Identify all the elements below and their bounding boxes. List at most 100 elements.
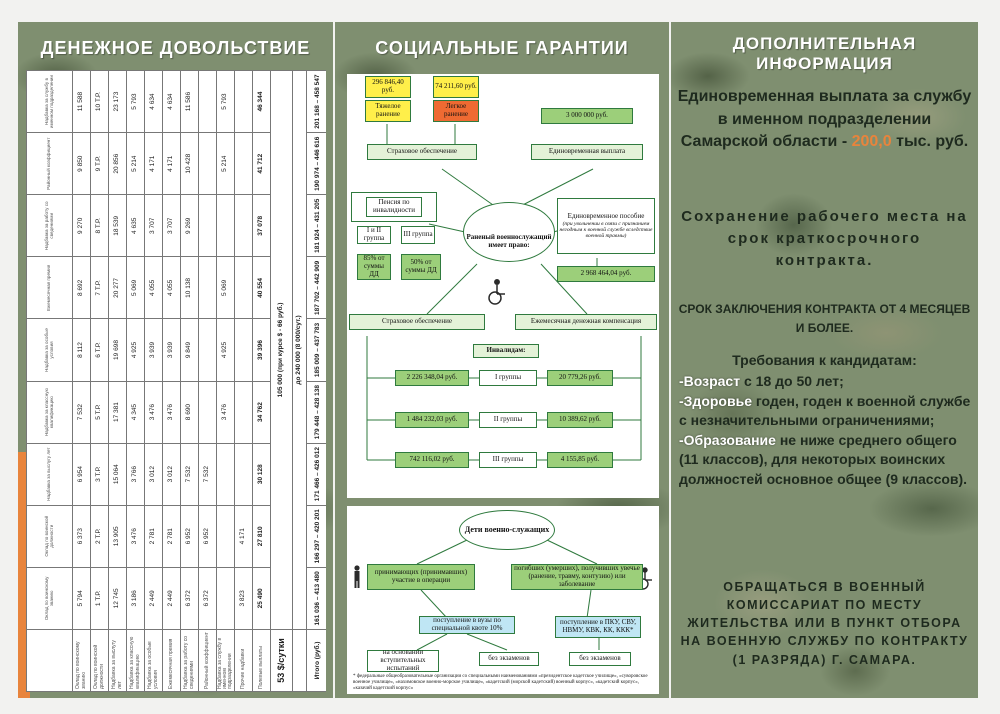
- brochure-sheet: ДЕНЕЖНОЕ ДОВОЛЬСТВИЕ Оклад по воинскому …: [18, 22, 978, 698]
- pay-cell: 10 138: [180, 256, 199, 319]
- pay-cell: [198, 318, 217, 382]
- pay-cell: [234, 132, 253, 195]
- pension-box: Пенсия по инвалидности: [351, 192, 437, 222]
- pay-cell: 11 588: [72, 70, 91, 133]
- pay-cell: 12 745: [108, 567, 127, 630]
- pay-cell: [216, 194, 235, 257]
- pay-rate-daily: 53 $/сутки: [270, 629, 293, 692]
- pay-cell: 7 532: [72, 381, 91, 444]
- pay-total-label: Итого (руб.): [306, 629, 326, 692]
- schools-box: поступление в ПКУ, СВУ, НВМУ, КВК, КК, К…: [555, 616, 641, 638]
- pay-cell: 5 Т.Р.: [90, 381, 109, 444]
- pay-cell: 6 372: [198, 567, 217, 630]
- payment-post: тыс. руб.: [896, 133, 969, 151]
- pay-cell: 27 810: [252, 505, 271, 568]
- pay-cell: 15 064: [108, 443, 127, 506]
- pay-cell: 37 078: [252, 194, 271, 257]
- pay-cell: 18 539: [108, 194, 127, 257]
- info-panel: ДОПОЛНИТЕЛЬНАЯ ИНФОРМАЦИЯ Единовременная…: [671, 22, 978, 698]
- pay-row-label: Полевые выплаты: [252, 629, 271, 692]
- pay-cell: [234, 194, 253, 257]
- pay-cell: [198, 70, 217, 133]
- pay-cell: 2 781: [144, 505, 163, 568]
- heavy-wound-label: Тяжелое ранение: [365, 100, 411, 122]
- pay-row-label: Надбавка за выслугу лет: [108, 629, 127, 692]
- pay-rate-total: 105 000 (при курсе $ - 66 руб.): [270, 70, 293, 630]
- pay-cell: 20 277: [108, 256, 127, 319]
- pay-cell: 3 707: [144, 194, 163, 257]
- pay-cell: 8 690: [180, 381, 199, 444]
- g1-monthly: 20 779,26 руб.: [547, 370, 613, 386]
- pay-cell: 4 171: [234, 505, 253, 568]
- pay-title: ДЕНЕЖНОЕ ДОВОЛЬСТВИЕ: [40, 38, 311, 58]
- pay-total-cell: 161 036 – 413 480: [306, 567, 326, 630]
- children-circle: Дети военно-служащих: [459, 510, 555, 550]
- pay-row-label: Прочие надбавки: [234, 629, 253, 692]
- pct50-box: 50% от суммы ДД: [401, 254, 441, 280]
- pay-cell: 6 373: [72, 505, 91, 568]
- children-connectors: [354, 539, 652, 651]
- pay-row-label: Надбавка за особые условия: [144, 629, 163, 692]
- pay-cell: [216, 443, 235, 506]
- insurance-top: Страховое обеспечение: [367, 144, 477, 160]
- pay-row-label: Надбавка за классную квалификацию: [126, 629, 145, 692]
- no-exam-box-2: без экзаменов: [569, 652, 631, 666]
- pay-header-cell: Надбавка за выслугу лет: [26, 443, 73, 506]
- pay-total-cell: 185 009 – 437 783: [306, 318, 326, 382]
- pay-row-label: Оклад по воинской должности: [90, 629, 109, 692]
- info-title: ДОПОЛНИТЕЛЬНАЯ ИНФОРМАЦИЯ: [732, 34, 917, 74]
- pay-cell: 5 214: [216, 132, 235, 195]
- monthly-compensation: Ежемесячная денежная компенсация: [515, 314, 657, 330]
- pay-cell: 4 634: [144, 70, 163, 133]
- pay-cell: 3 939: [162, 318, 181, 382]
- pay-cell: 20 856: [108, 132, 127, 195]
- diagram-connectors: [366, 124, 642, 461]
- pay-cell: 4 055: [162, 256, 181, 319]
- lump-amount: 3 000 000 руб.: [541, 108, 633, 124]
- pay-cell: 19 698: [108, 318, 127, 382]
- pay-total-cell: 190 974 – 446 616: [306, 132, 326, 195]
- pay-cell: [198, 256, 217, 319]
- pay-cell: 4 171: [162, 132, 181, 195]
- pay-total-cell: 201 168 – 458 547: [306, 70, 326, 133]
- pay-cell: [198, 381, 217, 444]
- pay-cell: 6 954: [72, 443, 91, 506]
- pay-total-cell: 187 702 – 442 909: [306, 256, 326, 319]
- pay-cell: 25 490: [252, 567, 271, 630]
- req-age: -Возраст с 18 до 50 лет;: [679, 373, 844, 389]
- pay-cell: [216, 505, 235, 568]
- pay-cell: 5 214: [126, 132, 145, 195]
- pay-cell: 3 Т.Р.: [90, 443, 109, 506]
- pay-total-cell: 179 448 – 428 138: [306, 381, 326, 444]
- no-exam-box-1: без экзаменов: [479, 652, 539, 666]
- pay-cell: 7 532: [180, 443, 199, 506]
- payment-pre: Единовременная выплата за службу в именн…: [677, 88, 972, 151]
- pay-cell: 5 793: [126, 70, 145, 133]
- allowance-amount: 2 968 464,04 руб.: [557, 266, 655, 282]
- pay-cell: 3 186: [126, 567, 145, 630]
- light-wound-label: Легкое ранение: [433, 100, 479, 122]
- pay-header-corner: [26, 629, 73, 692]
- pay-cell: 3 012: [144, 443, 163, 506]
- wounded-diagram: 296 846,40 руб. Тяжелое ранение 74 211,6…: [347, 74, 659, 498]
- pay-cell: 8 112: [72, 318, 91, 382]
- pay-cell: 4 055: [144, 256, 163, 319]
- pay-header-cell: Районный коэффициент: [26, 132, 73, 195]
- children-diagram: Дети военно-служащих принимающих (приним…: [347, 506, 659, 694]
- pay-row-label: Надбавка за работу со сведениями: [180, 629, 199, 692]
- heavy-wound-amount: 296 846,40 руб.: [365, 76, 411, 98]
- child-soldier-icon: [354, 565, 360, 588]
- pay-cell: 46 344: [252, 70, 271, 133]
- pay-row-label: Районный коэффициент: [198, 629, 217, 692]
- pay-cell: 9 849: [180, 318, 199, 382]
- pay-cell: 1 Т.Р.: [90, 567, 109, 630]
- pay-cell: 4 635: [126, 194, 145, 257]
